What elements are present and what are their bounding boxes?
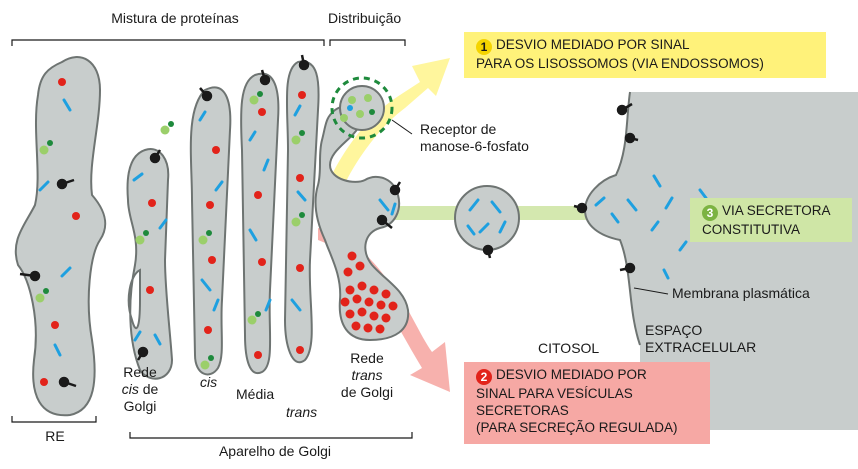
transport-vesicle <box>454 185 520 251</box>
pathway-3-box: 3 VIA SECRETORA CONSTITUTIVA <box>690 198 852 242</box>
receptor-leader <box>391 119 413 135</box>
brackets <box>11 39 413 439</box>
membrane-leader <box>633 287 669 295</box>
protein-mixture-label: Mistura de proteínas <box>111 10 239 26</box>
red-proteins <box>40 78 306 386</box>
extracellular-label-2: EXTRACELULAR <box>645 339 757 355</box>
cytosol-label: CITOSOL <box>538 340 600 356</box>
receptor-coat <box>330 76 394 140</box>
trans-network-label-3: de Golgi <box>340 384 394 400</box>
plasma-membrane-label: Membrana plasmática <box>672 285 810 301</box>
membrane-receptors <box>19 54 639 388</box>
regulated-secretion-arrow <box>318 228 450 392</box>
pathway-2-line2: SINAL PARA VESÍCULAS <box>476 386 633 401</box>
golgi-apparatus-label: Aparelho de Golgi <box>218 443 332 459</box>
cis-golgi-network <box>126 148 174 380</box>
pathway-3-badge: 3 <box>702 205 718 221</box>
cis-cisterna-label: cis <box>200 374 218 390</box>
er-shape <box>14 56 107 417</box>
pathway-1-line1: DESVIO MEDIADO POR SINAL <box>496 37 690 52</box>
coated-vesicle <box>339 85 385 131</box>
trans-cisterna <box>283 60 320 364</box>
pathway-1-box: 1 DESVIO MEDIADO POR SINAL PARA OS LISOSS… <box>464 32 826 78</box>
sorting-label: Distribuição <box>328 10 402 26</box>
cis-network-label-3: Golgi <box>123 398 157 414</box>
pathway-2-line1: DESVIO MEDIADO POR <box>496 367 647 382</box>
pathway-2-line4: (PARA SECREÇÃO REGULADA) <box>476 420 678 435</box>
er-label: RE <box>45 428 65 444</box>
lysosomal-proteins <box>35 91 375 370</box>
pathway-1-badge: 1 <box>476 39 492 55</box>
pathway-2-box: 2 DESVIO MEDIADO POR SINAL PARA VESÍCULAS… <box>464 362 710 444</box>
pathway-3-line2: CONSTITUTIVA <box>702 222 801 237</box>
cis-word: cis <box>121 381 139 397</box>
de-word: de <box>142 381 159 397</box>
trans-network-label-1: Rede <box>350 350 384 366</box>
pathway-1-line2: PARA OS LISOSSOMOS (VIA ENDOSSOMOS) <box>476 56 764 71</box>
medial-cisterna <box>240 72 280 375</box>
pathway-3-line1: VIA SECRETORA <box>722 203 831 218</box>
extracellular-label-1: ESPAÇO <box>645 322 703 338</box>
secretory-proteins <box>38 98 708 357</box>
trans-golgi-network <box>314 105 410 342</box>
pathway-2-badge: 2 <box>476 369 492 385</box>
lysosome-pathway-arrow <box>318 58 450 208</box>
secretory-granule-proteins <box>340 251 398 334</box>
receptor-label-2: manose-6-fosfato <box>420 138 529 154</box>
cis-network-label-1: Rede <box>123 364 157 380</box>
cis-network-label-2: cis de <box>118 381 162 398</box>
trans-network-label-2: trans <box>351 367 383 383</box>
trans-cisterna-label: trans <box>286 404 318 420</box>
medial-cisterna-label: Média <box>236 386 275 402</box>
receptor-label-1: Receptor de <box>420 121 497 137</box>
pathway-2-line3: SECRETORAS <box>476 403 569 418</box>
